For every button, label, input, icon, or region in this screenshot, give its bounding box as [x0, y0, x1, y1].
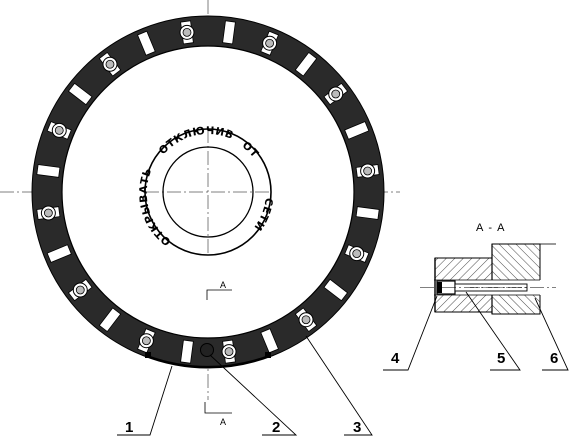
- section-right-plate: [491, 243, 541, 315]
- knob: [200, 343, 214, 357]
- flange-bolt: [360, 163, 376, 179]
- section-letter-top: А: [220, 280, 226, 290]
- callout-3: 3: [353, 419, 361, 436]
- flange-bolt: [72, 282, 88, 298]
- section-view: А - А: [420, 222, 556, 315]
- callout-5: 5: [497, 350, 505, 367]
- flange-slot: [67, 82, 93, 106]
- flange-slot: [323, 278, 349, 302]
- screw-head-dark: [437, 282, 442, 293]
- flange-bolt: [298, 312, 314, 328]
- bottom-band: [146, 354, 270, 369]
- bottom-band-tab-right: [265, 352, 271, 358]
- section-title: А - А: [476, 222, 505, 234]
- leader-6: [534, 297, 569, 371]
- flange-slot: [355, 206, 380, 220]
- flange-slot: [36, 164, 61, 178]
- section-letter-bottom: А: [220, 417, 226, 427]
- leader-4: [383, 295, 438, 371]
- flange-bolt: [40, 205, 56, 221]
- flange-slot: [344, 121, 370, 140]
- flange-slot: [222, 20, 236, 45]
- flange-bolt: [221, 344, 237, 360]
- section-marker-top: А: [206, 280, 232, 300]
- bottom-band-tab-left: [145, 352, 151, 358]
- flange-bolt: [262, 35, 278, 51]
- flange-slot: [98, 307, 122, 333]
- leader-5: [465, 291, 521, 371]
- leader-2: [209, 354, 298, 436]
- flange-bolt: [51, 122, 67, 138]
- callout-6: 6: [550, 350, 558, 367]
- flange-bolt: [138, 333, 154, 349]
- callout-2: 2: [272, 419, 280, 436]
- section-marker-bottom: А: [204, 402, 232, 427]
- flange-bolt: [349, 246, 365, 262]
- callout-4: 4: [391, 350, 400, 367]
- flange-bolt: [328, 86, 344, 102]
- flange-slot: [180, 339, 194, 364]
- flange-slot: [294, 51, 318, 77]
- callout-1: 1: [125, 419, 133, 436]
- bolt-group: [40, 24, 376, 360]
- flange-bolt: [102, 56, 118, 72]
- flange-bolt: [179, 24, 195, 40]
- flange-slot: [260, 328, 279, 354]
- leader-3: [305, 335, 373, 436]
- flange-slot: [46, 244, 72, 263]
- leader-1: [117, 365, 173, 436]
- flange-slot: [137, 30, 156, 56]
